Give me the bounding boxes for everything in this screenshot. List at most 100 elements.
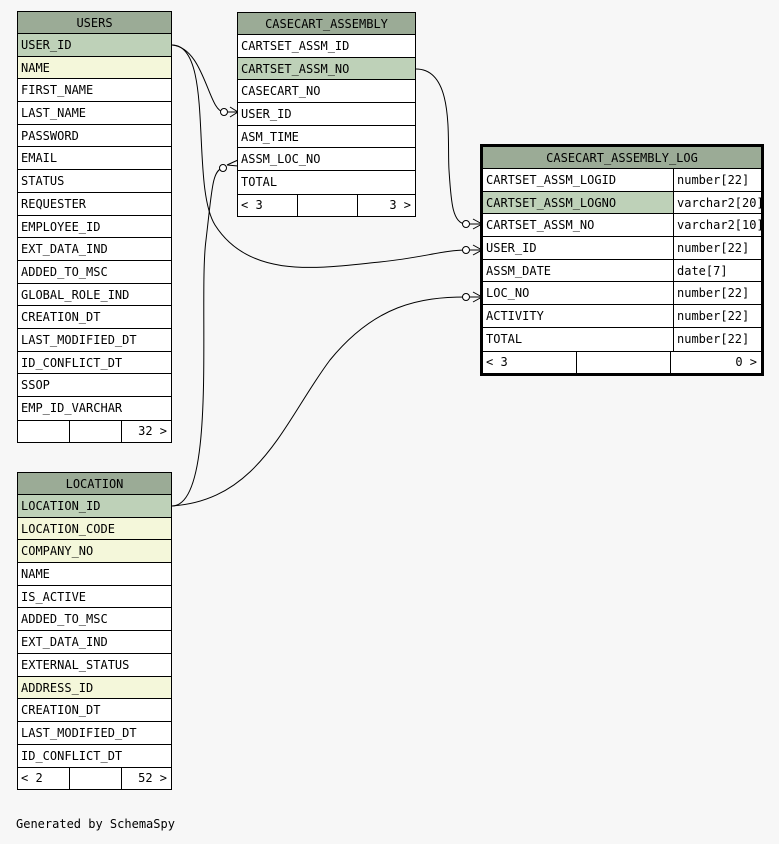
column-name: LOC_NO	[486, 286, 530, 301]
column-row[interactable]: EMPLOYEE_ID	[18, 216, 171, 239]
column-row[interactable]: EMAIL	[18, 147, 171, 171]
column-row[interactable]: CARTSET_ASSM_ID	[238, 35, 415, 58]
column-row[interactable]: CREATION_DT	[18, 699, 171, 722]
column-type: number[22]	[673, 237, 761, 259]
column-row[interactable]: LAST_NAME	[18, 102, 171, 125]
column-row[interactable]: EXT_DATA_IND	[18, 631, 171, 654]
footer-parents: < 2	[18, 768, 70, 790]
footer-mid	[70, 420, 122, 442]
column-name: ASM_TIME	[241, 129, 299, 144]
column-name: NAME	[21, 60, 50, 75]
column-row[interactable]: FIRST_NAME	[18, 79, 171, 103]
column-name: EMPLOYEE_ID	[21, 219, 101, 234]
column-type: date[7]	[673, 259, 761, 282]
column-name: EMP_ID_VARCHAR	[21, 401, 123, 415]
column-row[interactable]: EMP_ID_VARCHAR	[18, 397, 171, 420]
table-users[interactable]: USERS USER_ID NAME FIRST_NAME LAST_NAME PASS…	[17, 11, 172, 443]
column-name: LAST_MODIFIED_DT	[21, 725, 137, 740]
column-row[interactable]: ID_CONFLICT_DT	[18, 745, 171, 768]
column-type: number[22]	[673, 169, 761, 191]
column-type: number[22]	[673, 282, 761, 305]
column-row[interactable]: ADDED_TO_MSC	[18, 608, 171, 632]
footer-children: 32 >	[138, 423, 167, 438]
column-name: GLOBAL_ROLE_IND	[21, 287, 130, 302]
column-row[interactable]: ASSM_LOC_NO	[238, 148, 415, 172]
column-row[interactable]: CARTSET_ASSM_LOGID number[22]	[483, 169, 761, 192]
column-row[interactable]: SSOP	[18, 374, 171, 397]
footer-children: 3 >	[389, 197, 411, 212]
crowfoot-circle	[220, 108, 228, 116]
table-footer: < 2 52 >	[18, 767, 171, 790]
column-row[interactable]: LOCATION_ID	[18, 495, 171, 518]
column-name: CARTSET_ASSM_LOGID	[486, 173, 617, 187]
footer-mid	[577, 351, 671, 373]
column-row[interactable]: COMPANY_NO	[18, 540, 171, 564]
column-row[interactable]: EXT_DATA_IND	[18, 238, 171, 261]
column-row[interactable]: ASM_TIME	[238, 126, 415, 149]
table-header: USERS	[18, 12, 171, 34]
column-row[interactable]: CARTSET_ASSM_NO	[238, 57, 415, 81]
table-casecart-assembly[interactable]: CASECART_ASSEMBLY CARTSET_ASSM_ID CARTSET…	[237, 12, 416, 217]
column-name: CARTSET_ASSM_NO	[241, 61, 350, 76]
column-row[interactable]: LOC_NO number[22]	[483, 282, 761, 306]
column-row[interactable]: REQUESTER	[18, 193, 171, 216]
table-header: CASECART_ASSEMBLY	[238, 13, 415, 35]
column-row[interactable]: USER_ID	[18, 34, 171, 57]
column-type: varchar2[20]	[673, 191, 761, 214]
column-row[interactable]: NAME	[18, 56, 171, 80]
column-name: ASSM_DATE	[486, 263, 552, 278]
column-name: EXT_DATA_IND	[21, 242, 108, 257]
table-location[interactable]: LOCATION LOCATION_ID LOCATION_CODE COMPANY…	[17, 472, 172, 791]
column-name: ADDED_TO_MSC	[21, 612, 108, 627]
column-row[interactable]: CASECART_NO	[238, 80, 415, 104]
column-name: LAST_NAME	[21, 106, 87, 121]
table-header: LOCATION	[18, 473, 171, 495]
table-casecart-assembly-log[interactable]: CASECART_ASSEMBLY_LOG CARTSET_ASSM_LOGID…	[480, 144, 764, 376]
column-row[interactable]: PASSWORD	[18, 125, 171, 148]
column-row[interactable]: ASSM_DATE date[7]	[483, 259, 761, 283]
rel-location-log	[171, 296, 467, 507]
column-name: LOCATION_ID	[21, 499, 101, 513]
column-row[interactable]: LAST_MODIFIED_DT	[18, 329, 171, 352]
column-name: USER_ID	[486, 241, 537, 256]
column-name: TOTAL	[241, 175, 278, 190]
column-row[interactable]: NAME	[18, 563, 171, 586]
column-row[interactable]: EXTERNAL_STATUS	[18, 654, 171, 677]
column-name: CREATION_DT	[21, 703, 101, 718]
column-name: ACTIVITY	[486, 309, 544, 324]
column-row[interactable]: LOCATION_CODE	[18, 517, 171, 541]
table-footer: < 3 0 >	[483, 350, 761, 373]
column-name: NAME	[21, 567, 50, 582]
column-row[interactable]: ID_CONFLICT_DT	[18, 352, 171, 375]
table-footer: < 3 3 >	[238, 193, 415, 216]
column-name: COMPANY_NO	[21, 544, 94, 559]
column-name: ID_CONFLICT_DT	[21, 748, 123, 763]
column-name: EXT_DATA_IND	[21, 635, 108, 650]
rel-users-log	[171, 44, 467, 268]
column-row[interactable]: USER_ID number[22]	[483, 237, 761, 260]
column-name: USER_ID	[241, 107, 292, 122]
footer-parents: < 3	[483, 351, 577, 373]
column-row[interactable]: CREATION_DT	[18, 306, 171, 329]
column-row[interactable]: USER_ID	[238, 103, 415, 126]
column-row[interactable]: LAST_MODIFIED_DT	[18, 722, 171, 745]
rel-location-assembly	[171, 167, 224, 507]
footer-mid	[298, 194, 358, 216]
column-name: PASSWORD	[21, 128, 79, 143]
column-name: EMAIL	[21, 151, 58, 166]
column-row[interactable]: ADDED_TO_MSC	[18, 261, 171, 284]
column-row[interactable]: ADDRESS_ID	[18, 676, 171, 700]
column-row[interactable]: GLOBAL_ROLE_IND	[18, 284, 171, 307]
footer-mid	[70, 768, 122, 790]
column-row[interactable]: TOTAL	[238, 171, 415, 194]
column-row[interactable]: IS_ACTIVE	[18, 586, 171, 609]
column-name: CARTSET_ASSM_NO	[486, 218, 595, 233]
column-row[interactable]: STATUS	[18, 170, 171, 193]
column-name: USER_ID	[21, 38, 72, 52]
footer-children: 0 >	[735, 354, 757, 369]
